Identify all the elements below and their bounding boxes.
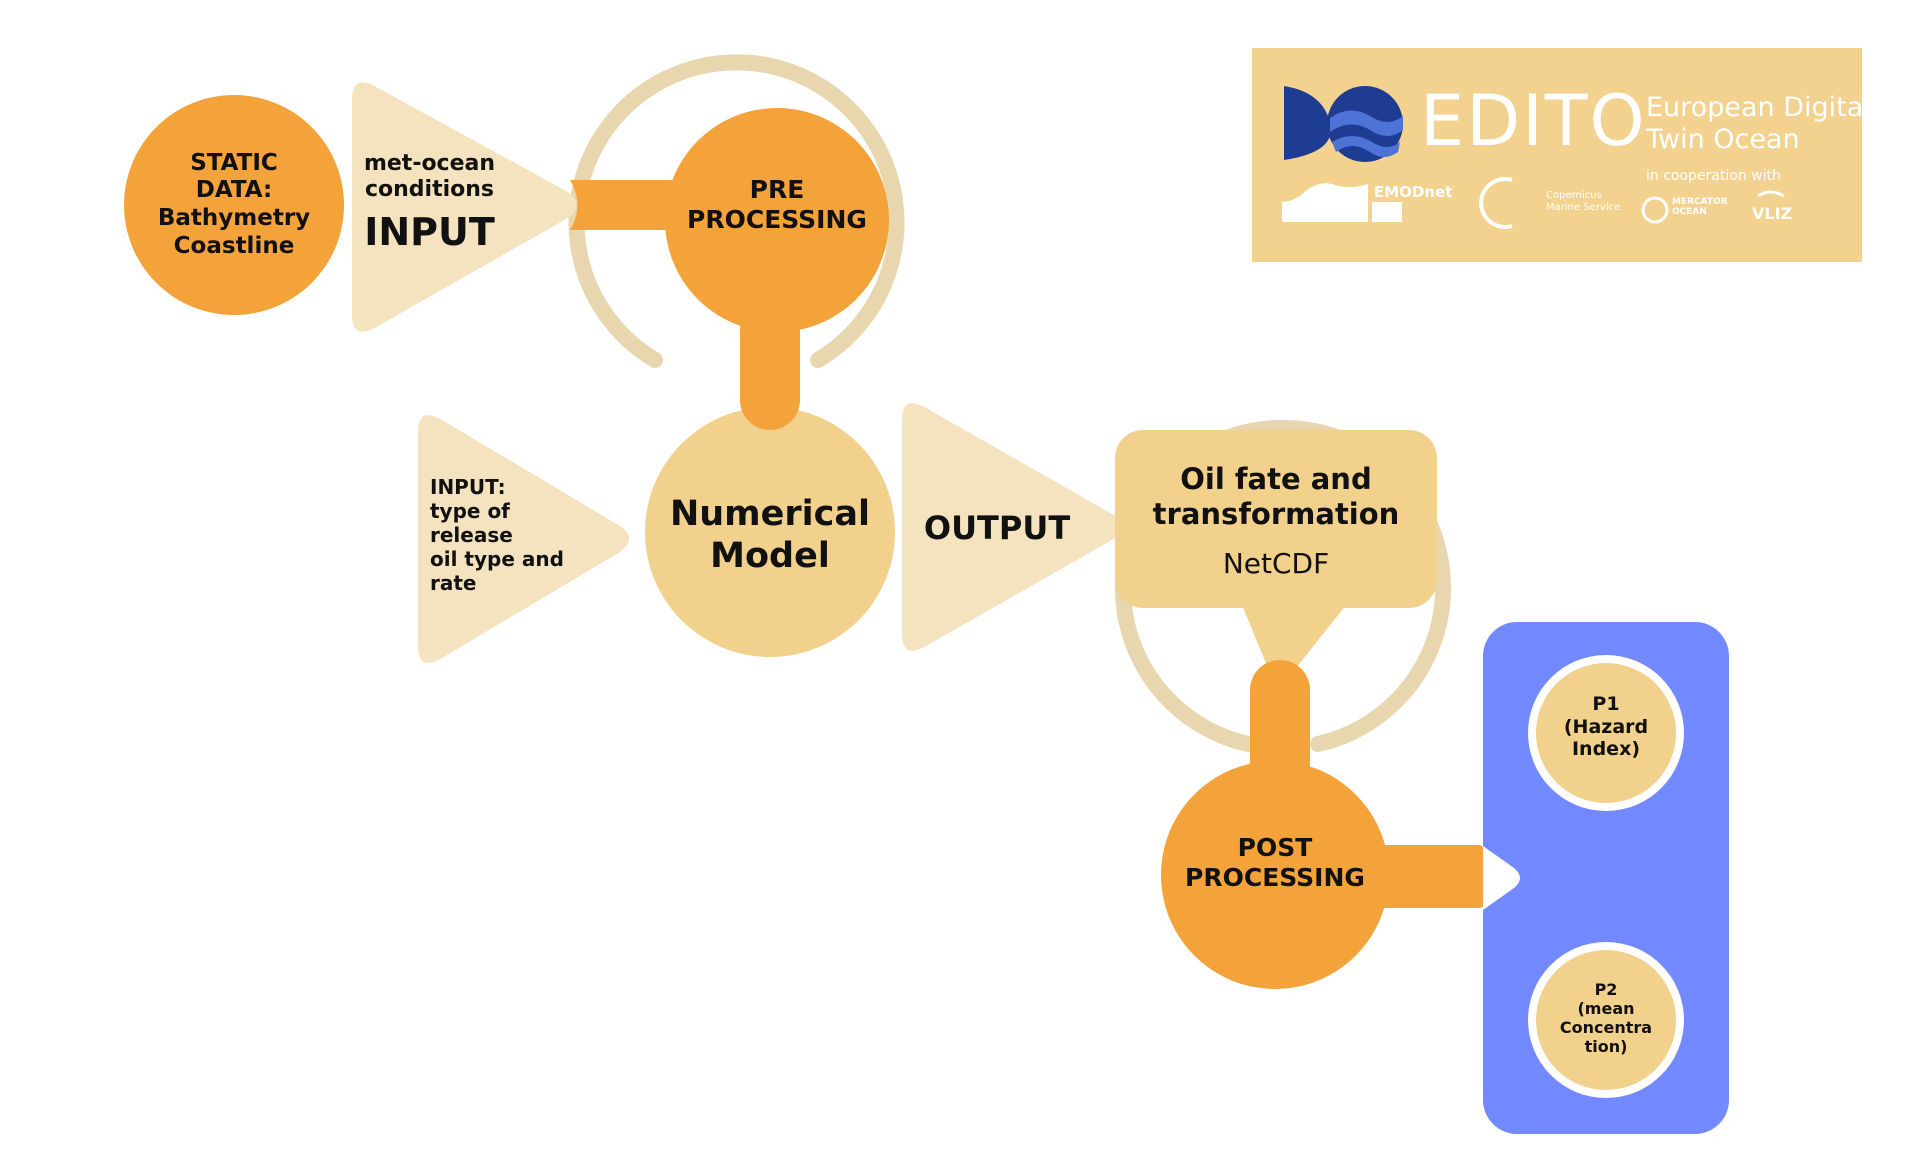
p2-line: P2 (1594, 979, 1618, 999)
output-text: OUTPUT (923, 508, 1071, 547)
static-data-line: DATA: (195, 177, 273, 204)
netcdf-label: NetCDF (1115, 544, 1437, 584)
numerical-model-circle (645, 407, 895, 657)
numerical-model-label: Numerical Model (650, 480, 890, 590)
edito-tagline: European Digital Twin Ocean (1646, 92, 1871, 157)
post-processing-label: POST PROCESSING (1163, 825, 1387, 901)
static-data-line: STATIC (190, 149, 278, 176)
mercator-logo-icon (1641, 196, 1669, 224)
products-panel-notch (1483, 846, 1520, 910)
p2-line: (mean (1577, 998, 1635, 1018)
input-release-line: rate (430, 571, 477, 595)
p1-line: Index) (1571, 738, 1641, 761)
post-processing-circle (1161, 761, 1389, 989)
input-release-line: INPUT: (430, 475, 506, 499)
input-release-line: release (430, 523, 513, 547)
p1-line: P1 (1592, 692, 1620, 715)
oil-fate-callout-tail (1240, 600, 1350, 674)
cooperation-text: in cooperation with (1646, 168, 1781, 184)
copernicus-logo-icon (1479, 177, 1513, 229)
input-met-ocean-line: met-ocean (363, 150, 496, 176)
emodnet-logo-icon (1282, 183, 1402, 222)
output-label: OUTPUT (902, 500, 1092, 556)
static-data-circle (124, 95, 344, 315)
input-met-ocean-line: conditions (364, 177, 495, 202)
vliz-label: VLIZ (1752, 204, 1793, 223)
pre-processing-circle (665, 108, 889, 332)
post-processing-line: PROCESSING (1185, 863, 1365, 892)
input-heading: INPUT (352, 206, 507, 260)
oil-fate-line: Oil fate and (1180, 462, 1372, 497)
static-data-line: Bathymetry (157, 205, 311, 231)
post-processing-line: POST (1237, 833, 1313, 862)
edito-wave-logo-icon (1284, 86, 1403, 162)
copernicus-label: Copernicus Marine Service (1546, 190, 1621, 213)
static-data-line: Coastline (173, 232, 295, 259)
pre-processing-line: PROCESSING (687, 205, 867, 234)
p2-line: Concentra (1559, 1018, 1653, 1037)
input-heading-text: INPUT (364, 210, 495, 255)
p2-label: P2 (mean Concentra tion) (1536, 970, 1676, 1066)
p1-line: (Hazard (1563, 715, 1649, 738)
numerical-model-line: Numerical (669, 494, 871, 534)
pre-processing-line: PRE (749, 175, 805, 204)
emodnet-label: EMODnet (1374, 183, 1453, 201)
edito-tagline-line: European Digital (1646, 92, 1871, 123)
mercator-label: MERCATOR OCEAN (1672, 197, 1728, 217)
input-arrow-met-ocean (352, 82, 577, 332)
p1-label: P1 (Hazard Index) (1536, 683, 1676, 771)
input-release-label: INPUT: type of release oil type and rate (430, 460, 610, 610)
pre-processing-ring (568, 54, 905, 368)
post-processing-ring (1115, 419, 1451, 752)
numerical-model-line: Model (710, 536, 830, 576)
oil-fate-line: transformation (1152, 497, 1400, 531)
input-met-ocean-label: met-ocean conditions (352, 142, 507, 212)
output-arrow (902, 403, 1121, 651)
p2-circle-inner (1536, 950, 1676, 1090)
input-arrow-release (418, 415, 629, 663)
pre-to-model-connector (740, 300, 800, 430)
pre-processing-label: PRE PROCESSING (665, 160, 889, 250)
static-data-label: STATIC DATA: Bathymetry Coastline (124, 130, 344, 280)
edito-brand: EDITO (1420, 80, 1647, 162)
p2-line: tion) (1584, 1037, 1628, 1057)
oil-fate-label: Oil fate and transformation (1115, 452, 1437, 542)
vliz-logo-icon (1757, 190, 1785, 198)
input-release-line: type of (430, 499, 510, 523)
p1-circle-inner (1536, 663, 1676, 803)
oil-fate-box (1115, 430, 1437, 608)
netcdf-text: NetCDF (1222, 547, 1330, 581)
edito-tagline-line: Twin Ocean (1646, 124, 1800, 156)
input-release-line: oil type and (430, 547, 564, 571)
